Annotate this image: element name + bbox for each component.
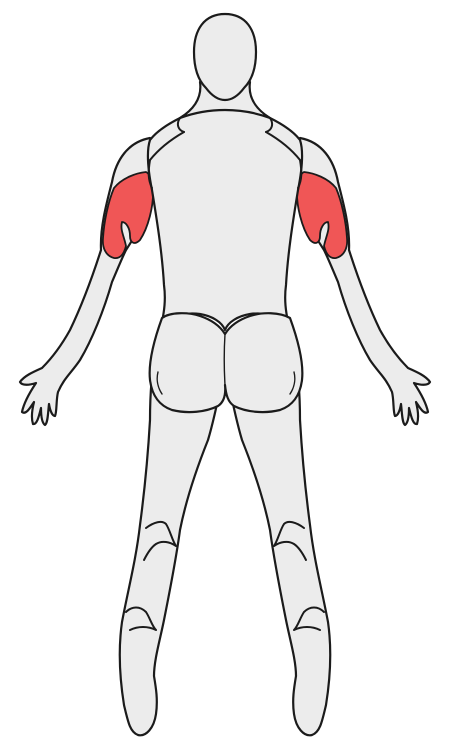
right-calf-detail — [293, 606, 325, 631]
right-armpit-line — [297, 159, 303, 189]
left-hip-detail — [156, 371, 163, 395]
right-trap-edge — [265, 117, 274, 133]
left-calf-detail — [125, 606, 157, 631]
torso-outline — [146, 96, 304, 332]
right-arm — [291, 136, 432, 427]
leg-details — [125, 520, 325, 631]
left-shoulder-line — [149, 131, 185, 161]
torso — [146, 96, 304, 332]
head — [192, 12, 258, 102]
left-armpit-line — [147, 159, 153, 189]
left-trap-edge — [176, 117, 185, 133]
right-shoulder-line — [265, 131, 301, 161]
right-hip-detail — [289, 371, 296, 395]
head-outline — [192, 12, 258, 102]
right-knee-detail — [273, 520, 307, 561]
back-details — [147, 117, 303, 189]
glute-split-line — [223, 333, 226, 386]
left-arm — [18, 136, 159, 427]
right-triceps-highlight — [296, 171, 349, 259]
left-knee-detail — [143, 520, 177, 561]
left-triceps-highlight — [101, 171, 154, 259]
hips — [148, 312, 304, 414]
